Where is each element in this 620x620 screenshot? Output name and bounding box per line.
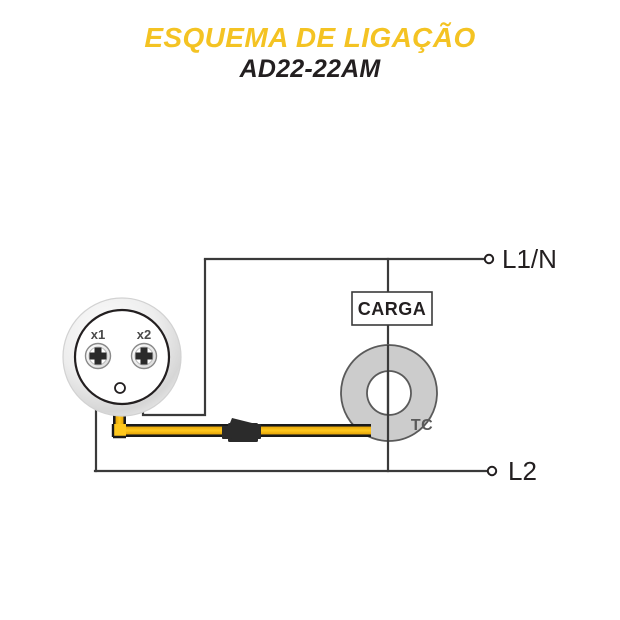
terminal-x2-label: x2 [137, 327, 151, 342]
page-subtitle: AD22-22AM [239, 55, 381, 84]
cable-corner [113, 424, 126, 437]
load-box-outline [351, 291, 433, 326]
load-box: CARGA [351, 291, 433, 326]
current-transformer-label: TC [411, 417, 433, 434]
current-transformer: TC [340, 344, 438, 442]
terminal-dot-l1n [483, 253, 495, 265]
terminal-x2-screw-cross [135, 347, 153, 365]
terminal-x1-screw-cross [89, 347, 107, 365]
cable-exit-port [114, 382, 126, 394]
supply-terminal-l2: L2 [486, 456, 537, 486]
load-box-label: CARGA [358, 299, 427, 319]
supply-label-l1n: L1/N [502, 244, 557, 274]
cable-corner-edge [111, 424, 126, 439]
device-body: x1 x2 [62, 297, 182, 417]
rj-plug-boot [222, 426, 232, 439]
terminal-dot-l2 [486, 465, 498, 477]
rj-plug-connector [222, 418, 261, 442]
title-block: ESQUEMA DE LIGAÇÃO AD22-22AM [0, 22, 620, 83]
supply-terminal-l1n: L1/N [483, 244, 557, 274]
rj-plug-nose [255, 424, 261, 439]
terminal-x2: x2 [130, 327, 158, 370]
rj-plug-body [228, 423, 258, 442]
device-face [73, 308, 171, 406]
terminal-x1-label: x1 [91, 327, 105, 342]
page-title: ESQUEMA DE LIGAÇÃO [144, 22, 476, 53]
supply-label-l2: L2 [508, 456, 537, 486]
terminal-x1: x1 [84, 327, 112, 370]
